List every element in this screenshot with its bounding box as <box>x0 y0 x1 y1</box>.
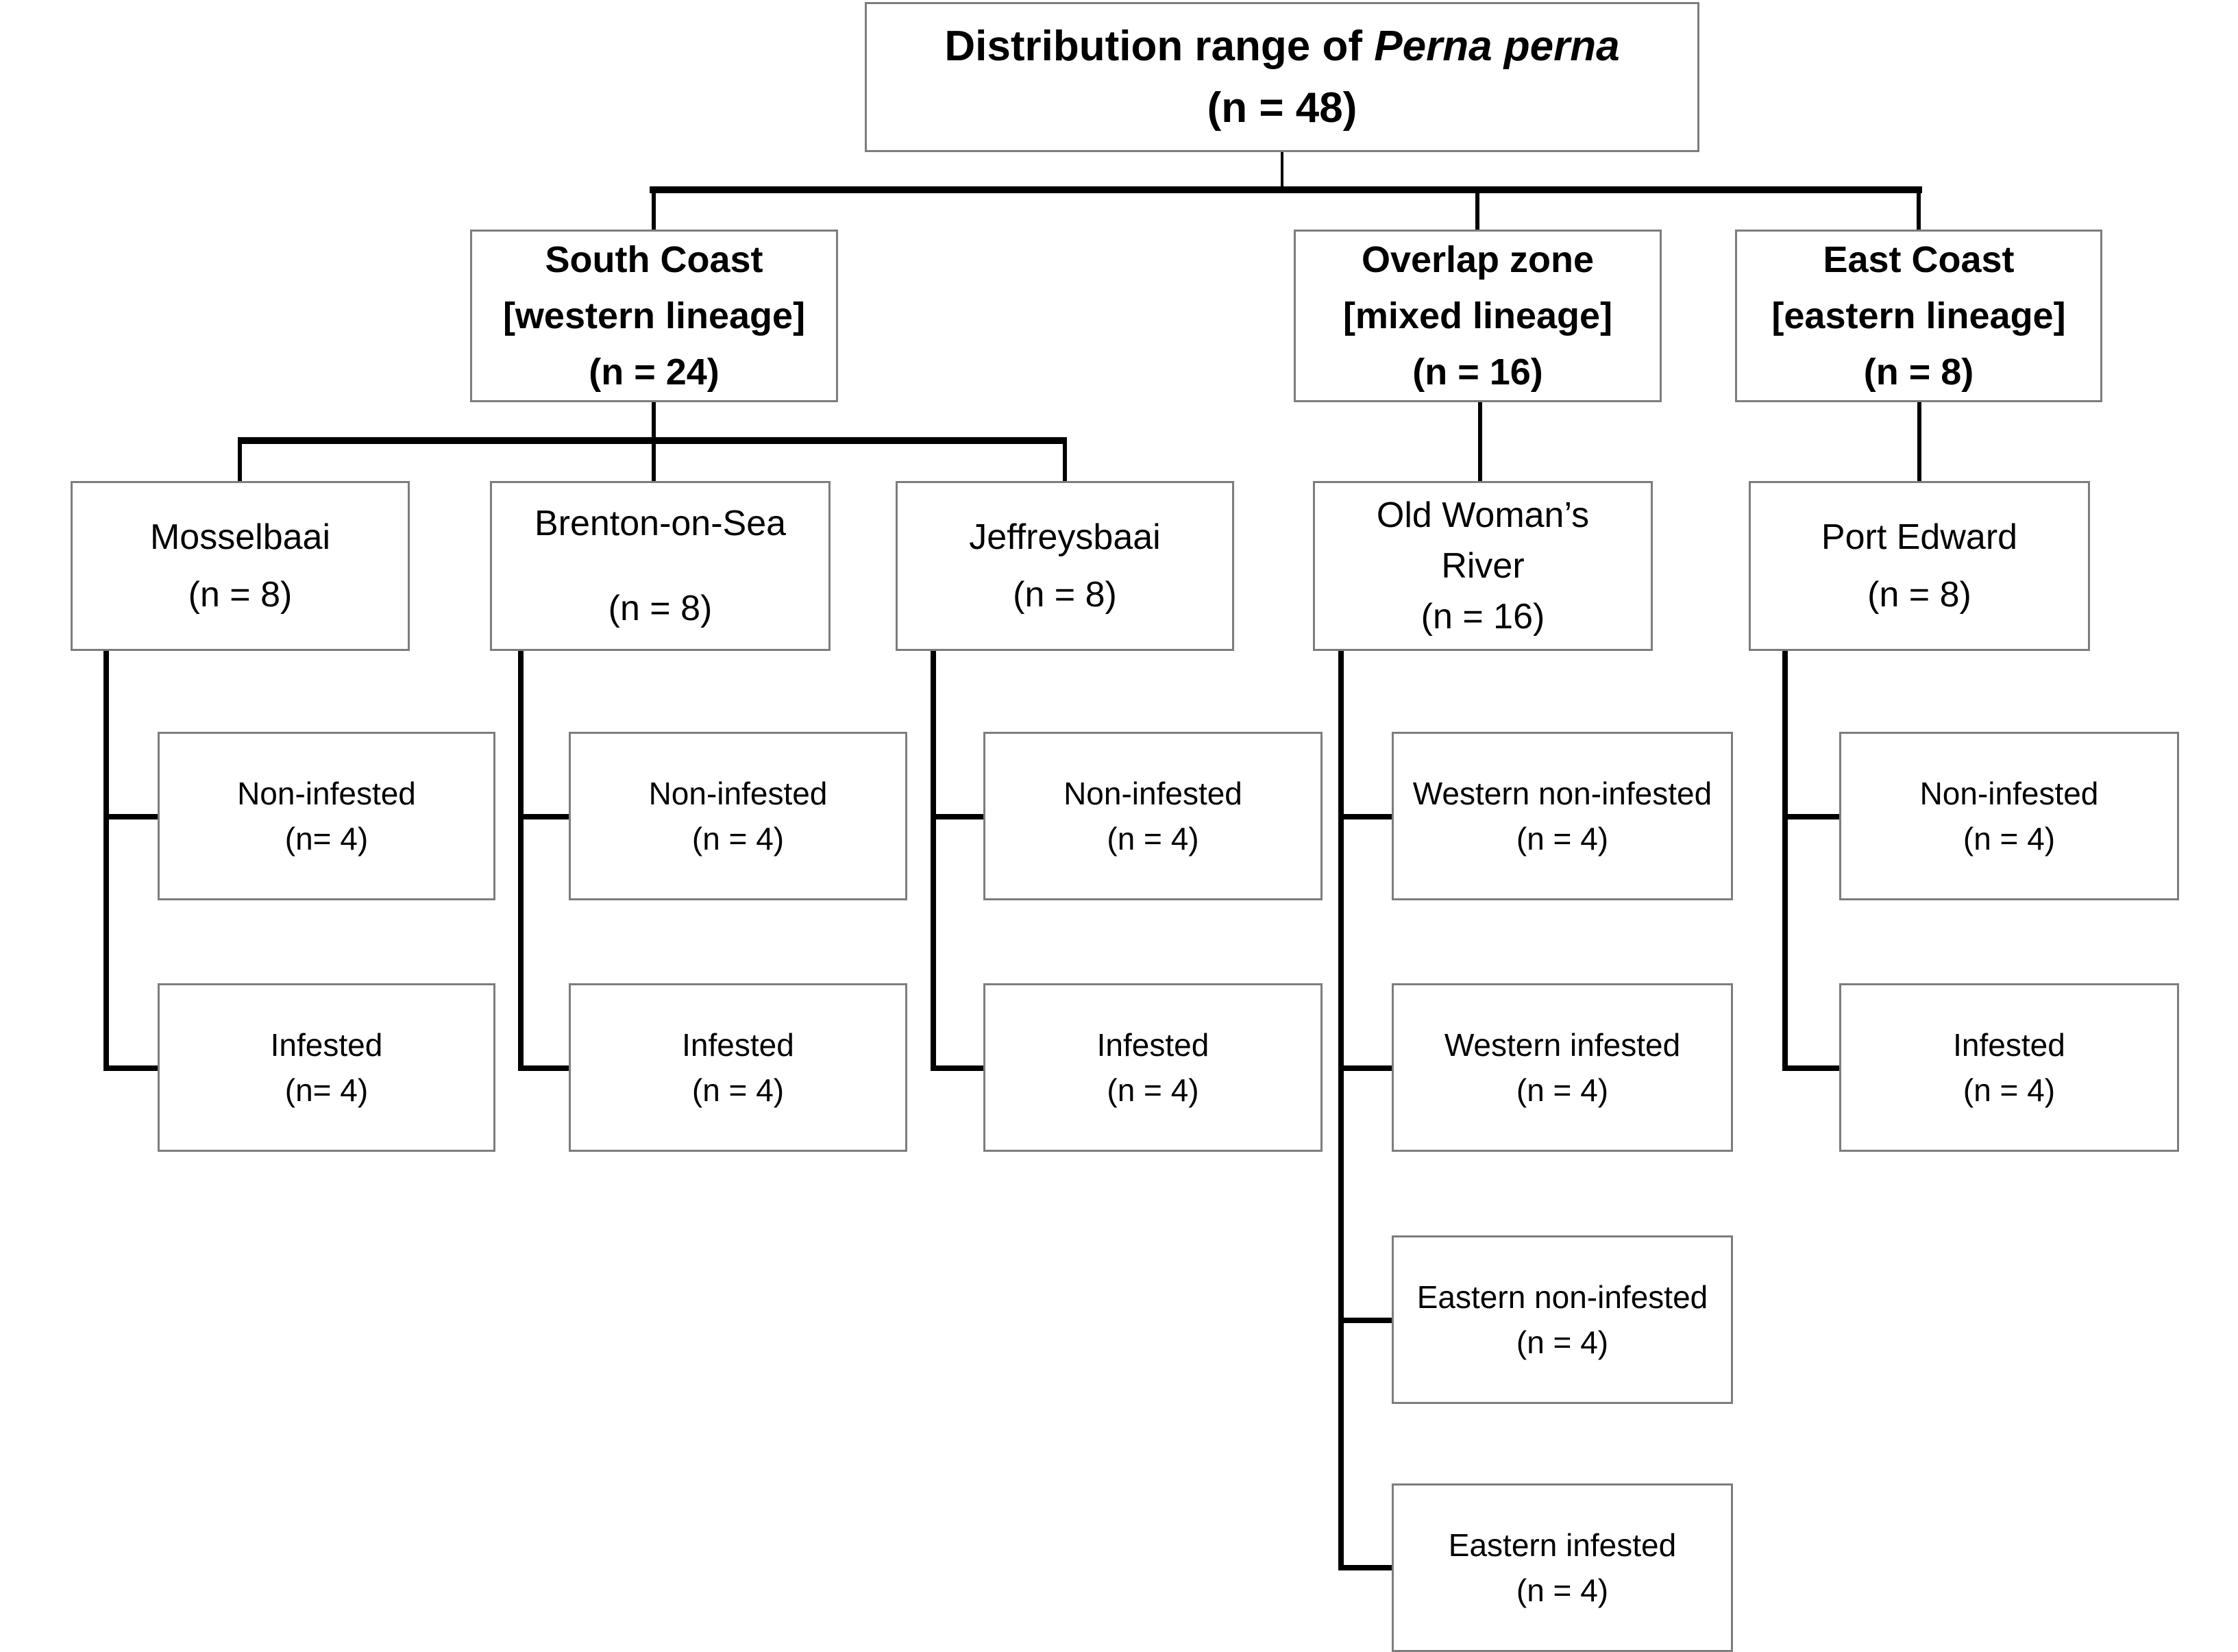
node-jeffreysbaai-infested: Infested (n = 4) <box>983 983 1323 1152</box>
connector-eastcoast-to-portedward <box>1917 402 1921 481</box>
region-name: Overlap zone <box>1361 239 1595 280</box>
connector-drop-mosselbaai <box>238 437 242 481</box>
rail-mosselbaai <box>103 651 109 1071</box>
stub-mosselbaai-infested <box>103 1065 158 1071</box>
root-title-prefix: Distribution range of <box>944 22 1375 70</box>
node-port-edward: Port Edward (n = 8) <box>1749 481 2090 651</box>
connector-drop-overlap-zone <box>1475 186 1479 230</box>
stub-brenton-infested <box>518 1065 569 1071</box>
group-sample-count: (n = 4) <box>1963 821 2056 856</box>
group-label: Western infested <box>1444 1027 1681 1063</box>
rail-jeffreysbaai <box>931 651 936 1071</box>
group-sample-count: (n = 4) <box>1516 1072 1609 1108</box>
site-name: Mosselbaai <box>149 517 331 557</box>
group-label: Infested <box>1953 1027 2065 1063</box>
group-label: Infested <box>682 1027 794 1063</box>
region-name: East Coast <box>1823 239 2015 280</box>
node-brenton-non-infested: Non-infested (n = 4) <box>569 732 907 900</box>
group-sample-count: (n = 4) <box>691 1072 785 1108</box>
group-label: Infested <box>270 1027 383 1063</box>
connector-drop-south-coast <box>652 186 656 230</box>
connector-south-coast-horizontal <box>238 437 1067 444</box>
group-sample-count: (n = 4) <box>1107 821 1199 856</box>
node-south-coast: South Coast [western lineage] (n = 24) <box>470 230 838 402</box>
stub-jeffreysbaai-infested <box>931 1065 983 1071</box>
site-sample-count: (n = 8) <box>1867 575 1971 615</box>
group-label: Infested <box>1096 1027 1209 1063</box>
group-label: Non-infested <box>237 776 416 811</box>
group-sample-count: (n= 4) <box>284 821 369 856</box>
node-mosselbaai-non-infested: Non-infested (n= 4) <box>158 732 495 900</box>
node-jeffreysbaai: Jeffreysbaai (n = 8) <box>896 481 1234 651</box>
region-lineage: [western lineage] <box>502 295 806 336</box>
connector-level1-horizontal <box>650 186 1922 193</box>
node-brenton-on-sea: Brenton-on-Sea (n = 8) <box>490 481 831 651</box>
node-overlap-zone: Overlap zone [mixed lineage] (n = 16) <box>1294 230 1662 402</box>
group-sample-count: (n = 4) <box>1107 1072 1199 1108</box>
region-sample-count: (n = 24) <box>589 352 720 393</box>
group-label: Western non-infested <box>1412 776 1712 811</box>
region-sample-count: (n = 8) <box>1863 352 1974 393</box>
stub-port-edward-non-infested <box>1782 814 1839 819</box>
node-owr-eastern-non-infested: Eastern non-infested (n = 4) <box>1392 1235 1733 1404</box>
group-label: Eastern non-infested <box>1416 1279 1708 1315</box>
group-sample-count: (n = 4) <box>1516 1324 1609 1360</box>
site-sample-count: (n = 8) <box>188 575 293 615</box>
node-mosselbaai: Mosselbaai (n = 8) <box>71 481 410 651</box>
group-label: Non-infested <box>1919 776 2099 811</box>
node-owr-western-non-infested: Western non-infested (n = 4) <box>1392 732 1733 900</box>
site-name: Jeffreysbaai <box>969 517 1161 557</box>
stub-owr-eastern-infested <box>1338 1565 1392 1570</box>
stub-brenton-non-infested <box>518 814 569 819</box>
node-port-edward-non-infested: Non-infested (n = 4) <box>1839 732 2179 900</box>
stub-owr-western-non-infested <box>1338 814 1392 819</box>
node-mosselbaai-infested: Infested (n= 4) <box>158 983 495 1152</box>
stub-owr-eastern-non-infested <box>1338 1318 1392 1323</box>
group-label: Non-infested <box>1063 776 1242 811</box>
root-sample-count: (n = 48) <box>1207 84 1357 132</box>
group-sample-count: (n = 4) <box>1963 1072 2056 1108</box>
connector-overlap-to-owr <box>1478 402 1482 481</box>
region-lineage: [mixed lineage] <box>1342 295 1613 336</box>
region-name: South Coast <box>545 239 763 280</box>
site-sample-count: (n = 8) <box>1013 575 1117 615</box>
group-sample-count: (n= 4) <box>284 1072 369 1108</box>
stub-port-edward-infested <box>1782 1065 1839 1071</box>
connector-root-drop <box>1281 152 1283 193</box>
group-label: Eastern infested <box>1448 1527 1677 1563</box>
site-sample-count: (n = 16) <box>1421 597 1545 637</box>
node-east-coast: East Coast [eastern lineage] (n = 8) <box>1735 230 2102 402</box>
rail-brenton <box>518 651 524 1071</box>
stub-jeffreysbaai-non-infested <box>931 814 983 819</box>
site-name-line1: Old Woman’s <box>1376 495 1590 535</box>
stub-owr-western-infested <box>1338 1065 1392 1071</box>
site-sample-count: (n = 8) <box>608 589 713 628</box>
site-name: Brenton-on-Sea <box>534 504 787 543</box>
node-brenton-infested: Infested (n = 4) <box>569 983 907 1152</box>
site-name-line2: River <box>1441 546 1525 586</box>
rail-port-edward <box>1782 651 1788 1071</box>
node-old-womans-river: Old Woman’s River (n = 16) <box>1313 481 1653 651</box>
group-label: Non-infested <box>648 776 828 811</box>
node-jeffreysbaai-non-infested: Non-infested (n = 4) <box>983 732 1323 900</box>
site-name: Port Edward <box>1821 517 2018 557</box>
connector-drop-jeffreysbaai <box>1063 437 1067 481</box>
connector-drop-east-coast <box>1917 186 1921 230</box>
group-sample-count: (n = 4) <box>691 821 785 856</box>
region-lineage: [eastern lineage] <box>1771 295 2066 336</box>
node-port-edward-infested: Infested (n = 4) <box>1839 983 2179 1152</box>
root-title-line: Distribution range of Perna perna <box>944 16 1619 77</box>
rail-old-womans-river <box>1338 651 1344 1570</box>
node-owr-western-infested: Western infested (n = 4) <box>1392 983 1733 1152</box>
group-sample-count: (n = 4) <box>1516 821 1609 856</box>
root-species-name: Perna perna <box>1374 22 1620 70</box>
group-sample-count: (n = 4) <box>1516 1573 1609 1608</box>
region-sample-count: (n = 16) <box>1412 352 1543 393</box>
node-distribution-root: Distribution range of Perna perna (n = 4… <box>865 2 1699 152</box>
stub-mosselbaai-non-infested <box>103 814 158 819</box>
node-owr-eastern-infested: Eastern infested (n = 4) <box>1392 1483 1733 1652</box>
